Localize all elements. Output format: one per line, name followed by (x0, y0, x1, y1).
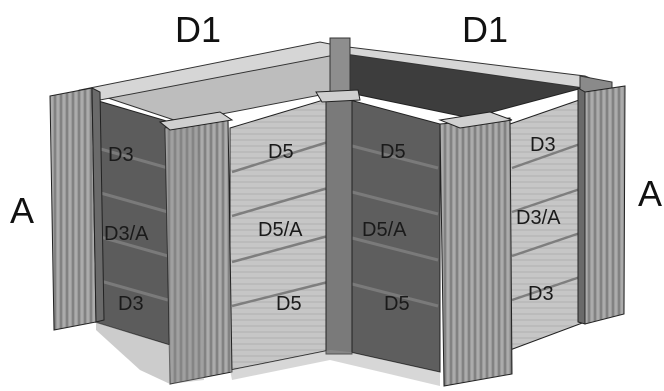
panel-label-left-outer-bottom: D3 (118, 293, 144, 315)
posts (49, 85, 626, 387)
label-top-right: D1 (462, 9, 509, 50)
panel-label-left-inner-top: D5 (268, 141, 294, 163)
panel-label-right-outer-bottom: D3 (528, 283, 554, 305)
post-far-left (49, 87, 97, 331)
box-interior (78, 37, 613, 123)
panel-label-right-outer-mid: D3/A (516, 207, 561, 229)
panel-label-left-inner-mid: D5/A (258, 219, 303, 241)
post-right-front (439, 117, 513, 387)
label-side-left: A (10, 190, 35, 231)
base-shadow (96, 322, 440, 386)
right-inner-wall (349, 99, 441, 373)
label-side-right: A (638, 173, 663, 214)
panel-label-right-inner-top: D5 (380, 141, 406, 163)
post-center (325, 95, 353, 355)
panel-label-left-outer-top: D3 (108, 144, 134, 166)
panel-label-left-outer-mid: D3/A (104, 223, 149, 245)
panel-label-left-inner-bottom: D5 (276, 293, 302, 315)
panel-label-right-inner-bottom: D5 (384, 293, 410, 315)
panel-label-right-outer-top: D3 (530, 134, 556, 156)
label-top-left: D1 (175, 9, 222, 50)
panel-label-right-inner-mid: D5/A (362, 219, 407, 241)
post-far-right (584, 85, 626, 325)
center-back-post (329, 37, 351, 99)
